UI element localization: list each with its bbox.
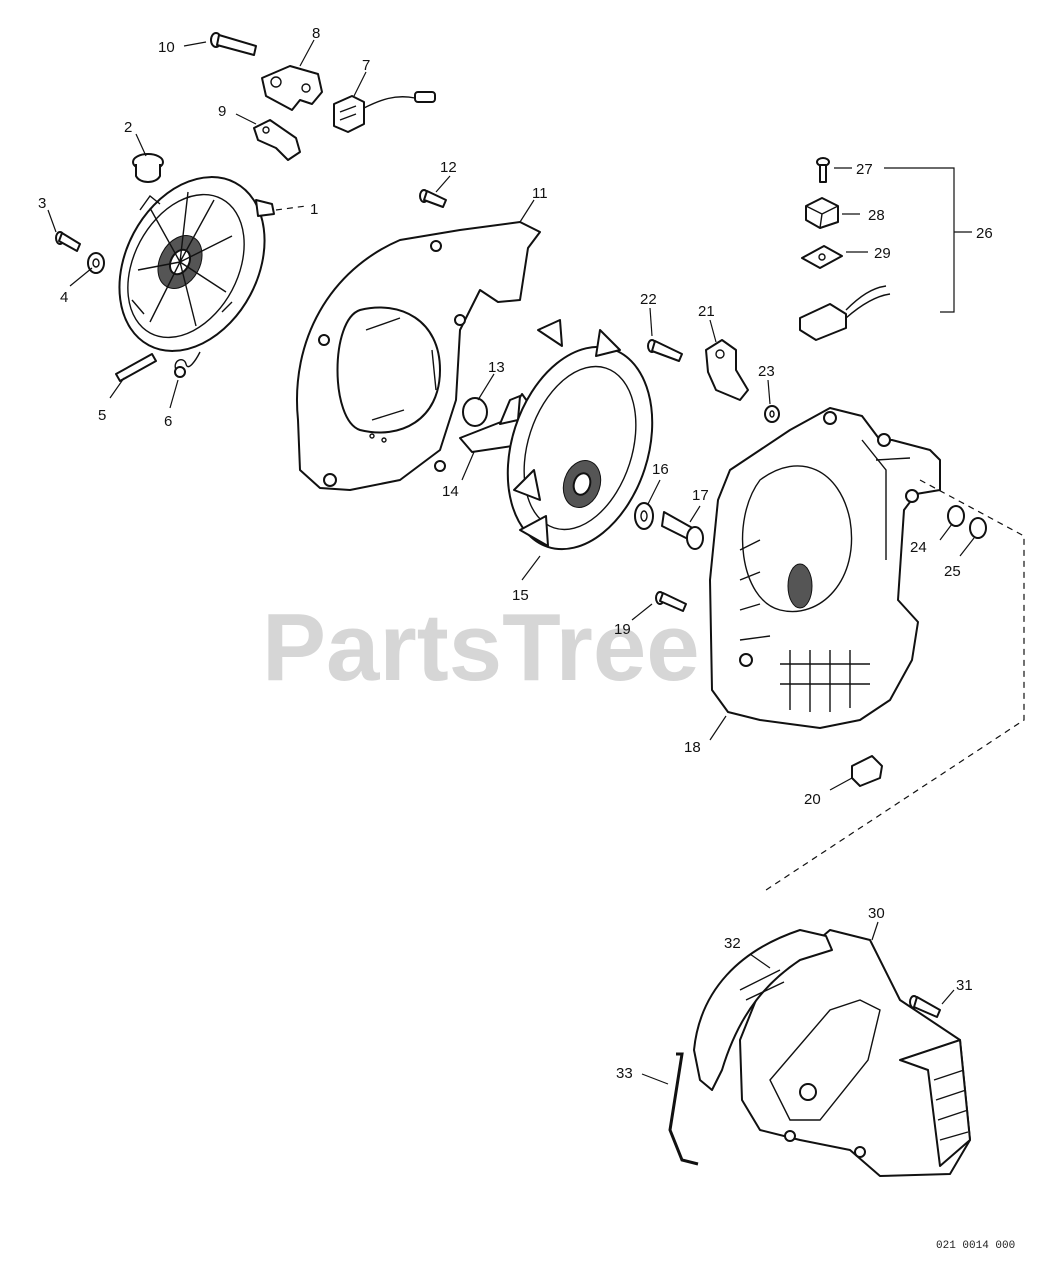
part-21-sensor[interactable] [705,339,749,401]
part-25-seal[interactable] [969,517,987,539]
callout-29[interactable]: 29 [874,245,891,262]
part-17-nut[interactable] [661,511,704,550]
part-32-handle-grip[interactable] [693,929,833,1091]
callout-20[interactable]: 20 [804,791,821,808]
part-5-pin[interactable] [115,353,157,382]
part-7-ignition-coil[interactable] [333,91,436,133]
callout-24[interactable]: 24 [910,539,927,556]
callout-19[interactable]: 19 [614,621,631,638]
diagram-code: 021 0014 000 [936,1240,1015,1252]
callout-11[interactable]: 11 [532,185,548,202]
callout-22[interactable]: 22 [640,291,657,308]
assembly-bracket-26 [940,167,972,313]
part-27-screw[interactable] [816,157,830,183]
part-22-bolt[interactable] [647,339,683,362]
callout-6[interactable]: 6 [164,413,172,430]
part-28-clip[interactable] [805,197,839,229]
callout-9[interactable]: 9 [218,103,226,120]
callout-5[interactable]: 5 [98,407,106,424]
leader-lines [47,39,975,1085]
callout-23[interactable]: 23 [758,363,775,380]
part-29-plate[interactable] [801,245,843,269]
part-26-connector[interactable] [799,285,891,341]
callout-30[interactable]: 30 [868,905,885,922]
part-11-fan-housing[interactable] [296,221,541,491]
callout-28[interactable]: 28 [868,207,885,224]
part-24-seal[interactable] [947,505,965,527]
callout-4[interactable]: 4 [60,289,68,306]
callout-1[interactable]: 1 [310,201,318,218]
callout-31[interactable]: 31 [956,977,973,994]
part-3-screw[interactable] [55,231,81,252]
part-18-crankcase[interactable] [709,407,941,729]
callout-17[interactable]: 17 [692,487,709,504]
callout-labels: 1 2 3 4 5 6 7 8 9 10 11 12 13 14 15 16 1… [38,25,993,1082]
callout-32[interactable]: 32 [724,935,741,952]
part-30-blower-housing[interactable] [739,929,971,1177]
callout-8[interactable]: 8 [312,25,320,42]
part-6-spring[interactable] [174,351,201,378]
callout-10[interactable]: 10 [158,39,175,56]
part-16-washer[interactable] [634,502,654,530]
part-13-seal[interactable] [462,397,488,427]
callout-25[interactable]: 25 [944,563,961,580]
part-31-bolt[interactable] [909,995,941,1018]
part-20-plug[interactable] [851,755,883,787]
callout-16[interactable]: 16 [652,461,669,478]
part-12-bolt[interactable] [419,189,447,208]
part-19-bolt[interactable] [655,591,687,612]
part-23-washer[interactable] [764,405,780,423]
part-1-recoil-starter[interactable] [91,152,294,376]
callout-2[interactable]: 2 [124,119,132,136]
part-33-rod[interactable] [668,1052,699,1166]
part-10-bolt[interactable] [210,32,257,56]
callout-33[interactable]: 33 [616,1065,633,1082]
assembly-line-dashed [765,479,1025,891]
callout-7[interactable]: 7 [362,57,370,74]
part-9-switch-plate[interactable] [253,119,301,161]
part-2-starter-knob[interactable] [132,153,164,183]
callout-26[interactable]: 26 [976,225,993,242]
callout-27[interactable]: 27 [856,161,873,178]
callout-15[interactable]: 15 [512,587,529,604]
part-8-bracket[interactable] [261,65,323,111]
callout-3[interactable]: 3 [38,195,46,212]
part-15-fan[interactable] [483,319,677,568]
watermark-text: PartsTree [262,594,700,701]
callout-12[interactable]: 12 [440,159,457,176]
callout-21[interactable]: 21 [698,303,715,320]
callout-13[interactable]: 13 [488,359,505,376]
callout-18[interactable]: 18 [684,739,701,756]
callout-14[interactable]: 14 [442,483,459,500]
